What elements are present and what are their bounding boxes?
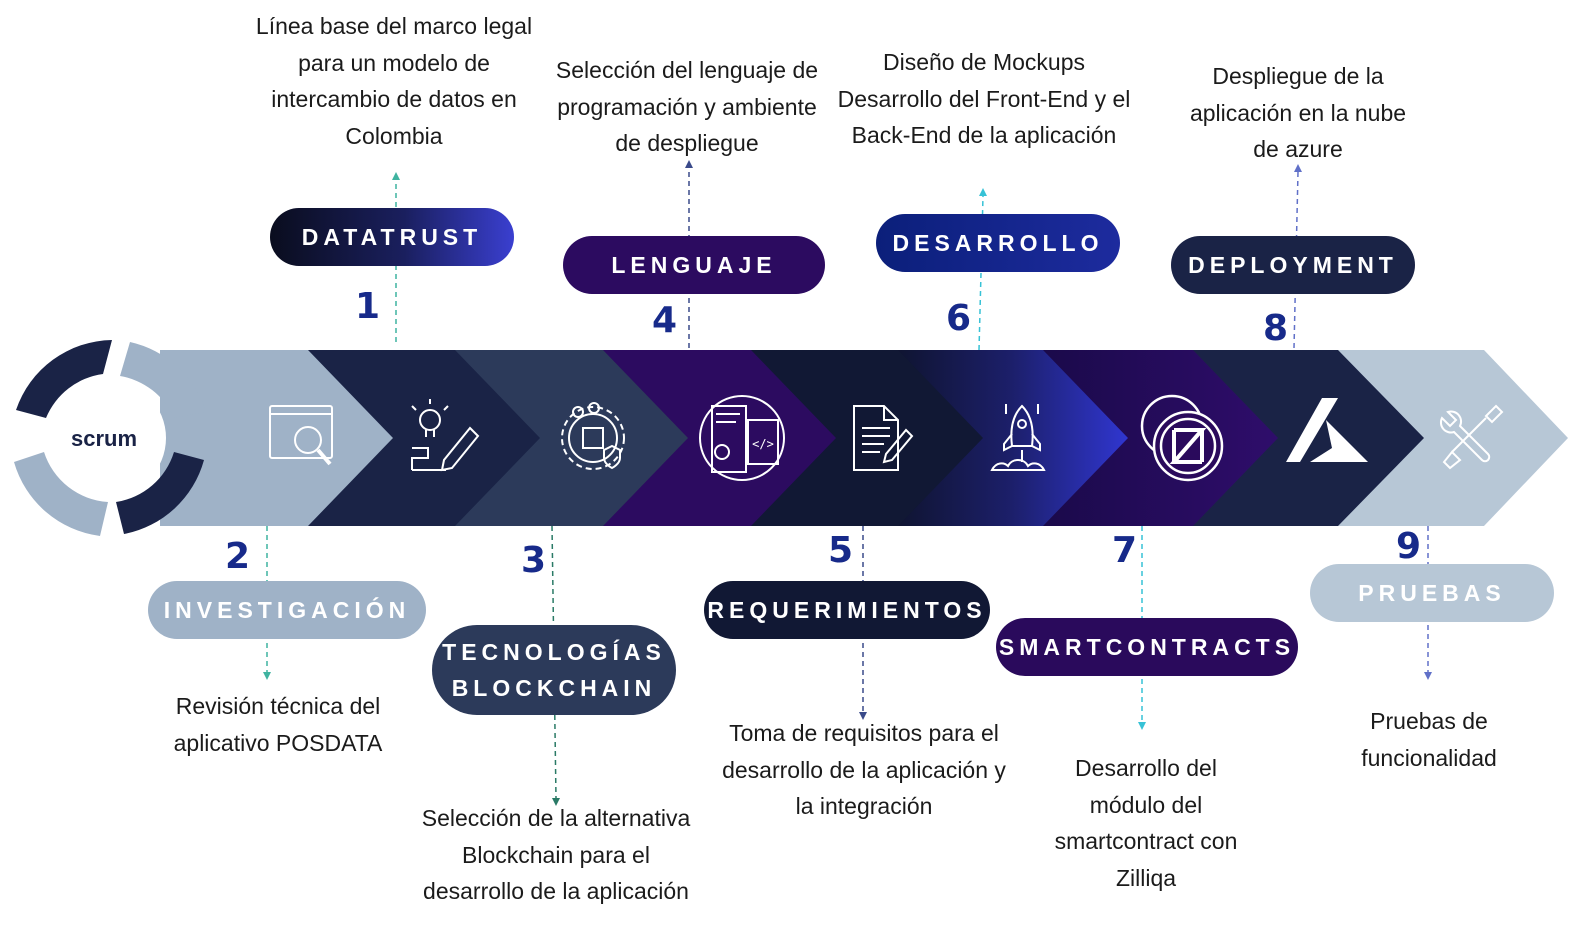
rocket-icon bbox=[990, 404, 1046, 471]
tools-icon bbox=[1439, 404, 1504, 470]
zilliqa-coin-icon bbox=[1140, 394, 1224, 482]
connector-8 bbox=[1293, 171, 1299, 349]
scrum-arc-top-right bbox=[120, 342, 206, 418]
scrum-arc-top-left bbox=[16, 340, 112, 418]
step-description-9: Pruebas de funcionalidad bbox=[1361, 708, 1497, 771]
step-pill-smartcontracts: SMARTCONTRACTS bbox=[996, 618, 1298, 676]
step-pill-desarrollo: DESARROLLO bbox=[876, 214, 1120, 272]
blockchain-gear-icon bbox=[561, 402, 625, 470]
code-settings-icon: </> bbox=[699, 395, 785, 481]
step-pill-investigacion: INVESTIGACIÓN bbox=[148, 581, 426, 639]
step-number-3: 3 bbox=[521, 540, 547, 581]
step-pill-lenguaje: LENGUAJE bbox=[563, 236, 825, 294]
step-number-8: 8 bbox=[1263, 308, 1289, 349]
step-title-pruebas: PRUEBAS bbox=[1358, 579, 1506, 606]
step-description-1: Línea base del marco legal para un model… bbox=[255, 13, 533, 149]
arrowhead-4 bbox=[685, 160, 693, 168]
scrum-center bbox=[50, 380, 166, 496]
chevron-1 bbox=[160, 350, 393, 526]
step-description-6: Diseño de Mockups Desarrollo del Front-E… bbox=[837, 49, 1131, 148]
svg-text:</>: </> bbox=[752, 437, 774, 451]
search-window-icon bbox=[269, 405, 333, 466]
step-title-lenguaje: LENGUAJE bbox=[611, 251, 777, 278]
step-number-6: 6 bbox=[946, 298, 972, 339]
step-number-5: 5 bbox=[828, 530, 854, 571]
chevron-4 bbox=[600, 350, 836, 526]
arrowhead-1 bbox=[392, 172, 400, 180]
idea-pencil-icon bbox=[411, 399, 480, 472]
document-pen-icon bbox=[853, 405, 914, 471]
scrum-arc-bottom-right bbox=[116, 452, 204, 534]
step-pill-requerimientos: REQUERIMIENTOS bbox=[704, 581, 990, 639]
step-pill-tecnologias-blockchain: TECNOLOGÍAS BLOCKCHAIN bbox=[432, 625, 676, 715]
arrowhead-3 bbox=[552, 798, 560, 806]
step-description-3: Selección de la alternativa Blockchain p… bbox=[421, 805, 691, 904]
arrowhead-7 bbox=[1138, 722, 1146, 730]
step-description-5: Toma de requisitos para el desarrollo de… bbox=[722, 720, 1006, 819]
chevron-2 bbox=[305, 350, 540, 526]
scrum-logo-label: scrum bbox=[71, 426, 137, 451]
step-title-datatrust: DATATRUST bbox=[301, 223, 483, 250]
chevron-5 bbox=[748, 350, 983, 526]
arrowhead-8 bbox=[1294, 164, 1302, 172]
step-pill-pruebas: PRUEBAS bbox=[1310, 564, 1554, 622]
step-number-9: 9 bbox=[1396, 526, 1422, 567]
arrowhead-9 bbox=[1424, 672, 1432, 680]
step-description-4: Selección del lenguaje de programación y… bbox=[555, 57, 819, 156]
step-number-7: 7 bbox=[1112, 530, 1138, 571]
arrowhead-6 bbox=[979, 188, 987, 196]
step-description-2: Revisión técnica del aplicativo POSDATA bbox=[173, 693, 383, 756]
step-description-7: Desarrollo del módulo del smartcontract … bbox=[1054, 755, 1238, 891]
step-title-tecnologias: TECNOLOGÍAS bbox=[442, 639, 666, 665]
step-title-desarrollo: DESARROLLO bbox=[892, 229, 1104, 256]
chevron-9 bbox=[1335, 350, 1568, 526]
scrum-logo: scrum bbox=[14, 340, 206, 536]
step-pill-deployment: DEPLOYMENT bbox=[1171, 236, 1415, 294]
step-title-deployment: DEPLOYMENT bbox=[1188, 251, 1398, 278]
step-title-blockchain: BLOCKCHAIN bbox=[451, 675, 657, 701]
step-title-investigacion: INVESTIGACIÓN bbox=[163, 596, 411, 623]
step-number-2: 2 bbox=[225, 536, 251, 577]
chevron-band bbox=[160, 350, 1568, 526]
step-number-1: 1 bbox=[355, 286, 381, 327]
azure-logo-icon bbox=[1286, 398, 1368, 462]
arrowhead-2 bbox=[263, 672, 271, 680]
step-pill-datatrust: DATATRUST bbox=[270, 208, 514, 266]
step-title-smartcontracts: SMARTCONTRACTS bbox=[998, 633, 1296, 660]
step-number-4: 4 bbox=[652, 300, 678, 341]
step-description-8: Despliegue de la aplicación en la nube d… bbox=[1189, 63, 1407, 162]
arrowhead-5 bbox=[859, 712, 867, 720]
scrum-arc-bottom-left bbox=[14, 452, 108, 536]
step-title-requerimientos: REQUERIMIENTOS bbox=[707, 596, 987, 623]
